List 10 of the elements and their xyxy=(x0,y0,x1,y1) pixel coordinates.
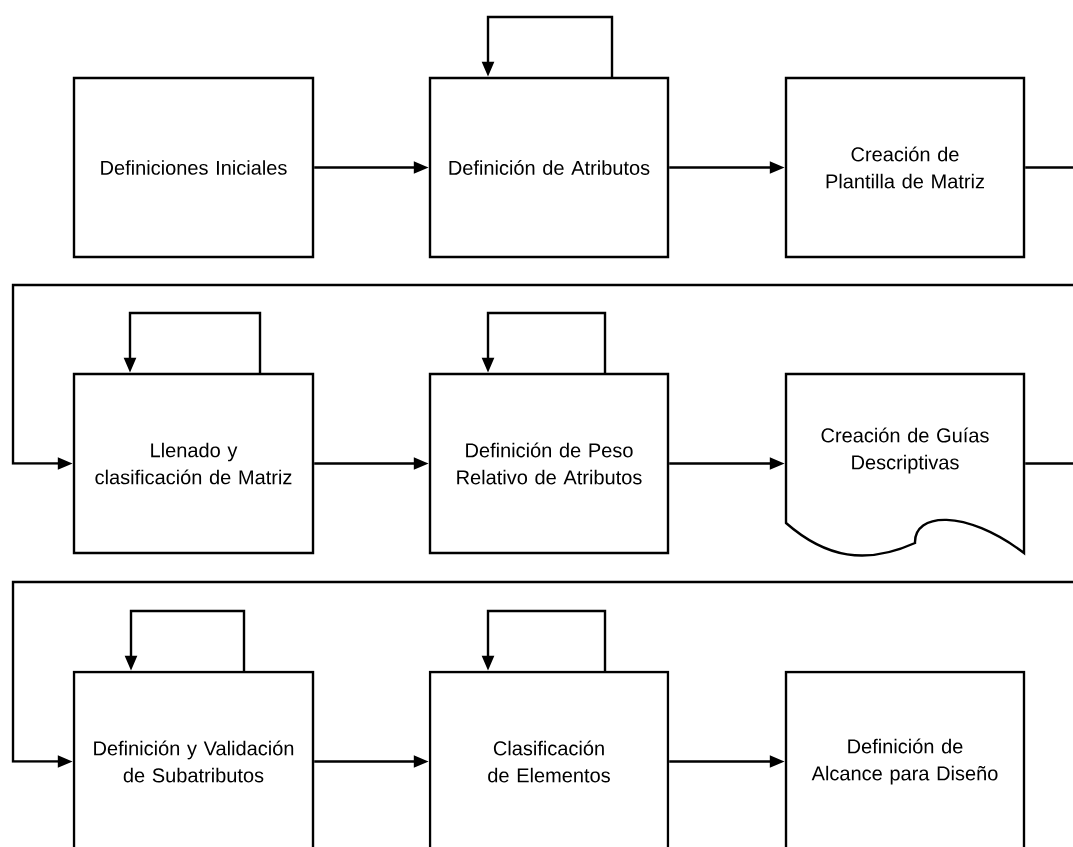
process-box: Definición de Peso Relativo de Atributos xyxy=(428,372,670,555)
process-box: Llenado y clasificación de Matriz xyxy=(72,372,315,555)
process-box: Creación de Plantilla de Matriz xyxy=(784,76,1026,259)
process-box: Definición de Atributos xyxy=(428,76,670,259)
wrap-arrow xyxy=(11,166,1073,470)
process-box: Definiciones Iniciales xyxy=(72,76,315,259)
process-box: Definición y Validación de Subatributos xyxy=(72,670,315,847)
process-box: Definición de Alcance para Diseño xyxy=(784,670,1026,847)
process-box: Clasificación de Elementos xyxy=(428,670,670,847)
wrap-arrow xyxy=(11,462,1073,768)
